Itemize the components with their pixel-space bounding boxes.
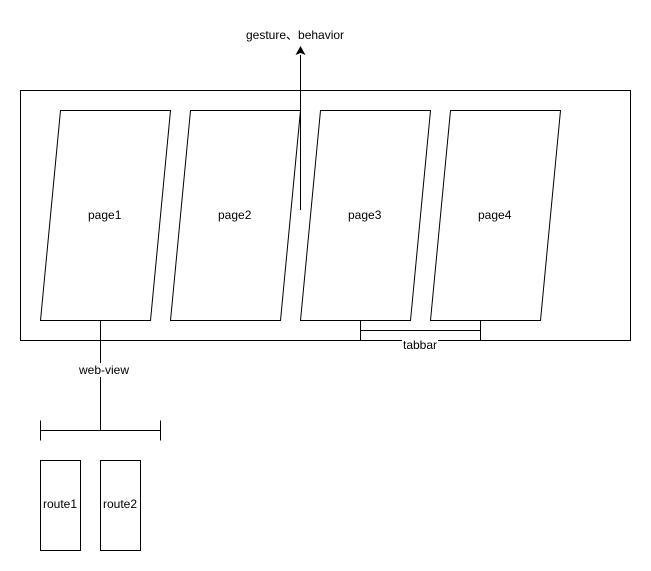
gesture-behavior-label: gesture、behavior (246, 28, 345, 42)
route2-label: route2 (103, 497, 138, 511)
webview-label: web-view (78, 363, 131, 377)
page2-label: page2 (218, 208, 252, 222)
route1-label: route1 (43, 497, 78, 511)
page4-shape (429, 110, 562, 321)
page1-label: page1 (88, 208, 122, 222)
page1-shape (39, 110, 172, 321)
page3-shape (299, 110, 432, 321)
route1-shape (40, 460, 81, 551)
tabbar-bracket (360, 320, 481, 341)
route2-shape (100, 460, 141, 551)
tabbar-label: tabbar (402, 338, 439, 352)
page4-label: page4 (478, 208, 512, 222)
page3-label: page3 (348, 208, 382, 222)
page2-shape (169, 110, 302, 321)
webview-bracket (40, 420, 161, 441)
app-container (20, 90, 631, 341)
